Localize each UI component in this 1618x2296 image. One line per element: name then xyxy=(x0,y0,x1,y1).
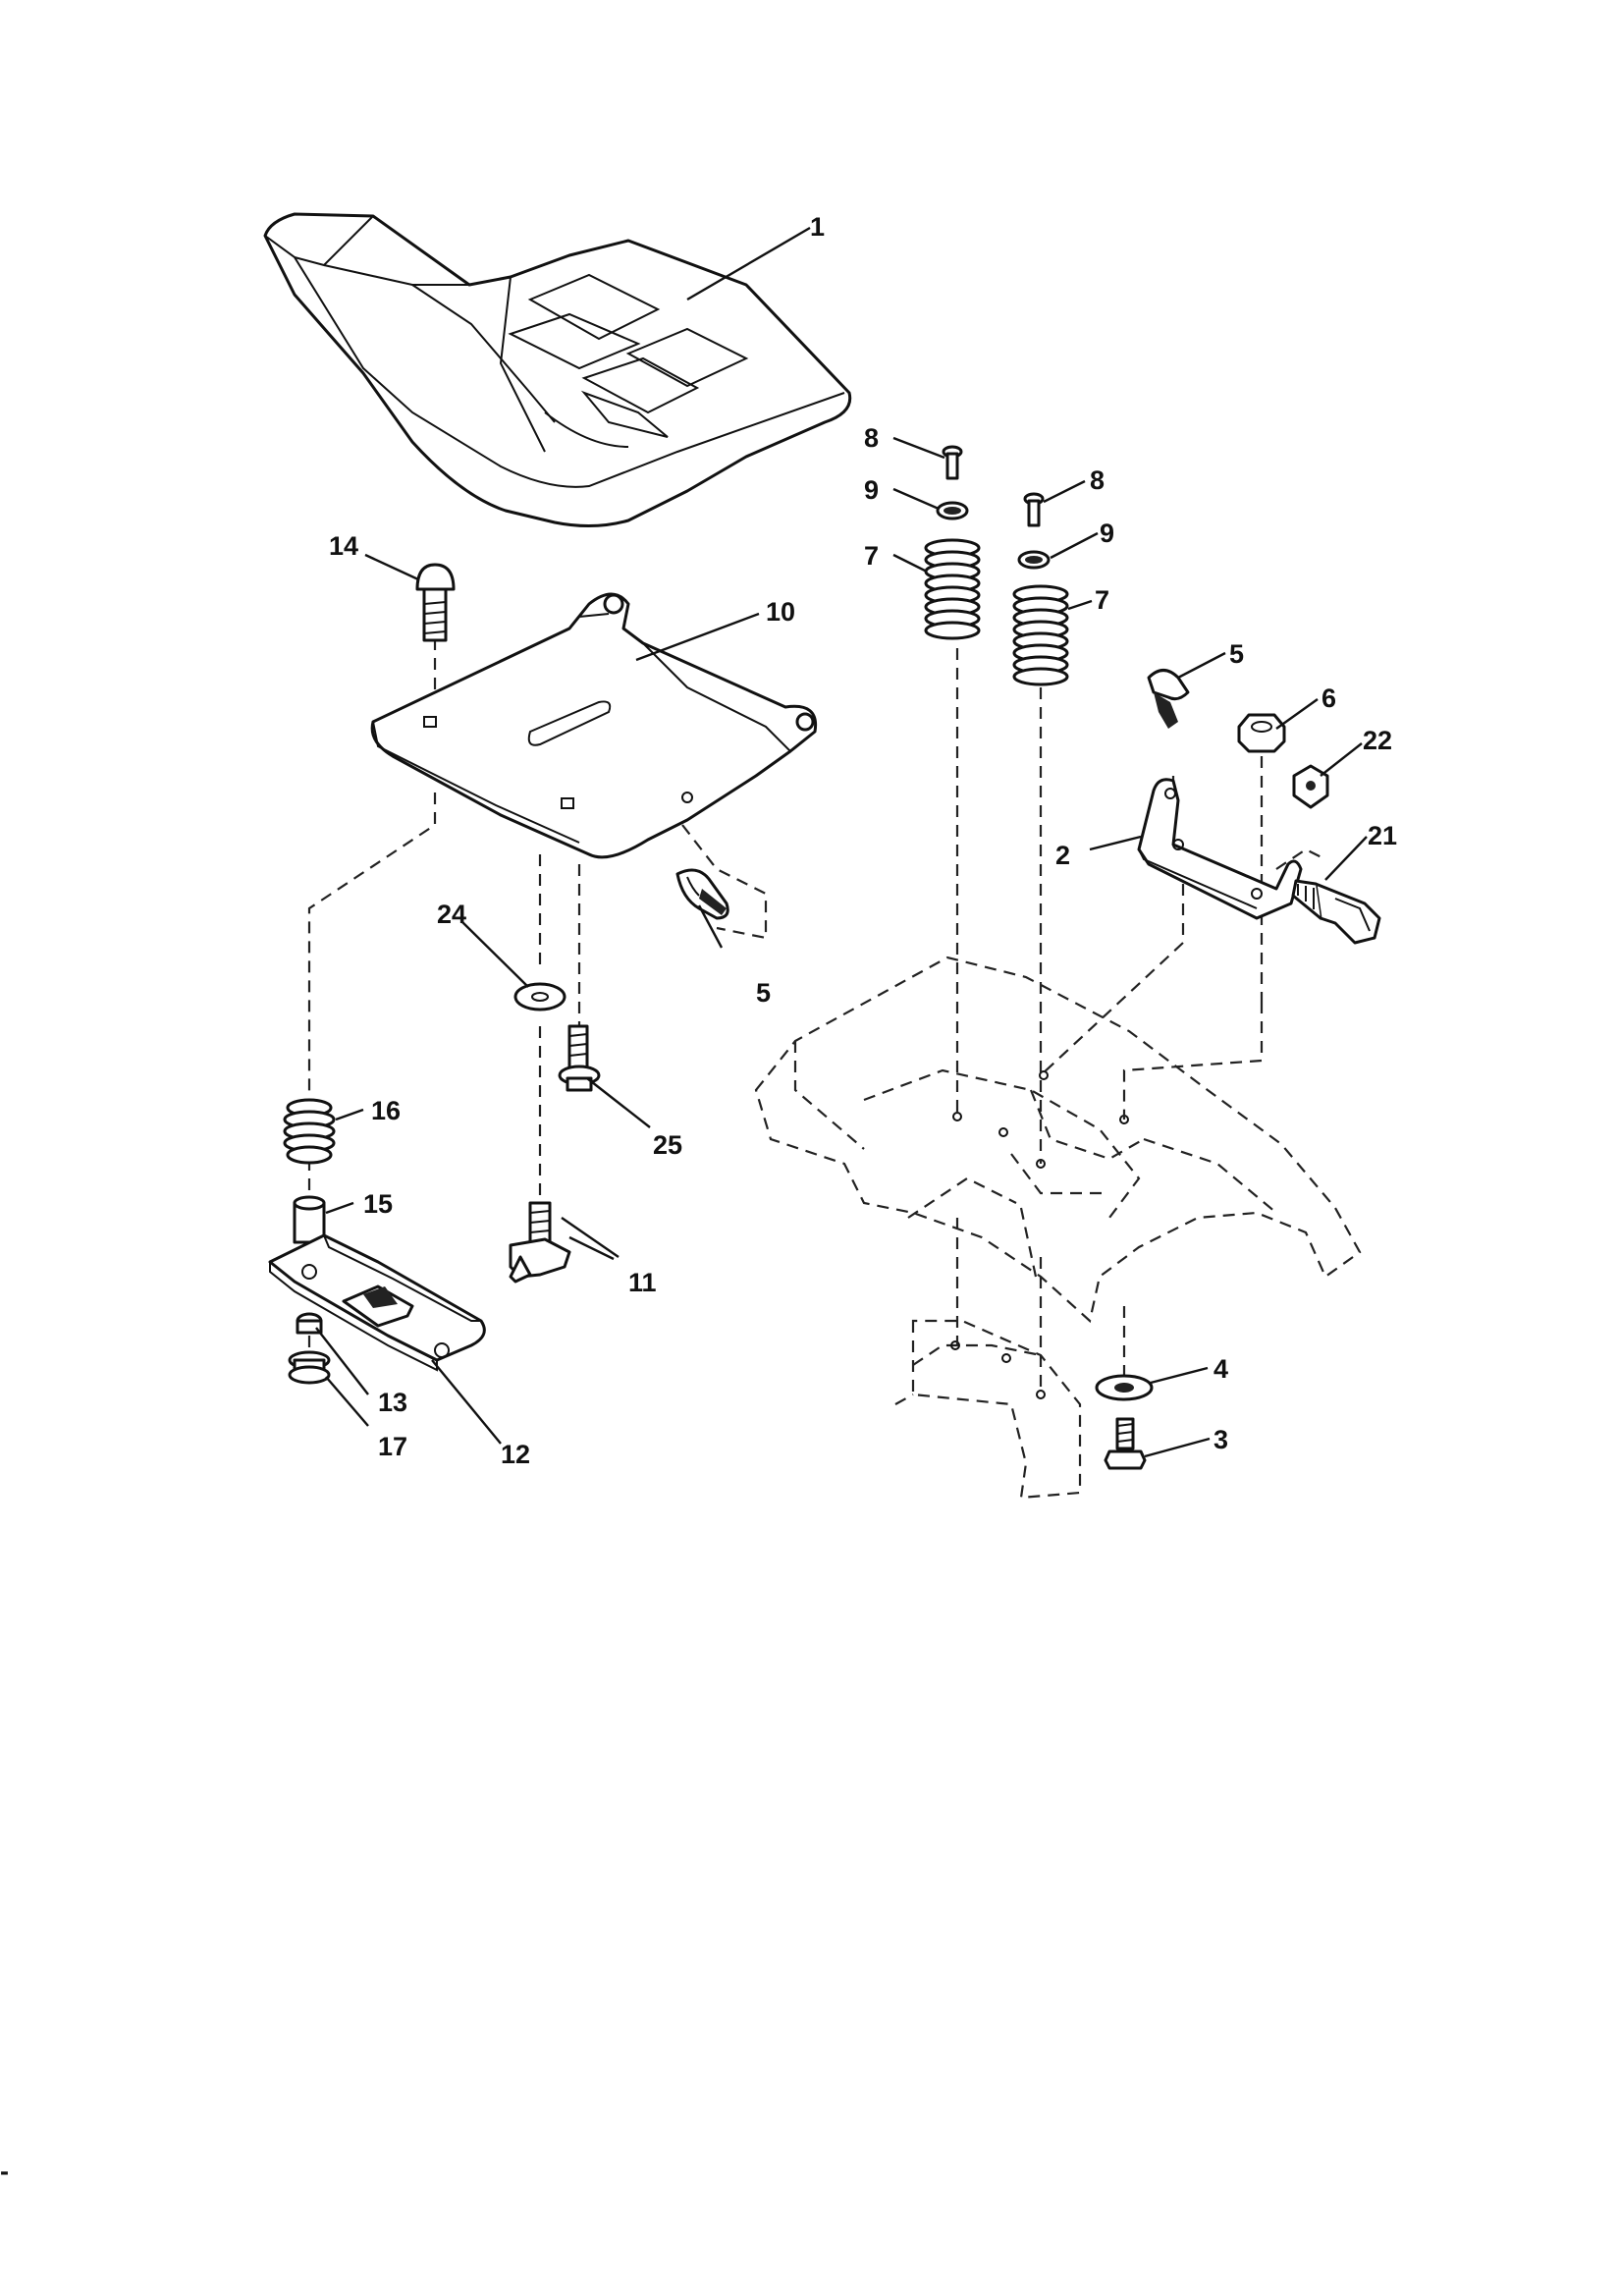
leader-lines xyxy=(315,226,1368,1458)
bracket xyxy=(1137,778,1303,920)
seat xyxy=(263,212,852,528)
flange-nut xyxy=(288,1350,331,1385)
wing-knob xyxy=(509,1201,571,1284)
callout-seat-pan: 10 xyxy=(766,597,795,627)
callout-screw-25: 25 xyxy=(653,1130,682,1160)
callout-washer-24: 24 xyxy=(437,900,466,929)
callout-spacer: 15 xyxy=(363,1189,393,1219)
callout-spring-right: 7 xyxy=(1095,585,1109,615)
washer-24 xyxy=(513,982,566,1011)
callout-spring-left: 7 xyxy=(864,541,879,571)
bolt-right xyxy=(1023,492,1045,527)
callout-hex-bolt: 3 xyxy=(1214,1425,1228,1454)
clip-upper xyxy=(1147,669,1190,729)
slide-plate xyxy=(268,1233,486,1372)
callout-bolt-left: 8 xyxy=(864,423,879,453)
callout-bracket: 2 xyxy=(1055,841,1070,870)
carriage-bolt xyxy=(415,563,456,642)
seat-pan xyxy=(370,592,818,859)
callout-wing-knob: 11 xyxy=(628,1268,657,1297)
callout-clip-lower: 5 xyxy=(756,978,771,1008)
callout-bolt-right: 8 xyxy=(1090,465,1105,495)
nut-13 xyxy=(296,1312,323,1335)
fender-outline xyxy=(754,956,1362,1500)
small-spring xyxy=(283,1098,336,1165)
callout-slide-plate: 12 xyxy=(501,1440,530,1469)
shoulder-bolt xyxy=(1291,879,1381,945)
spacer xyxy=(293,1195,326,1244)
callout-lock-nut: 6 xyxy=(1321,683,1336,713)
callout-carriage-bolt: 14 xyxy=(329,531,358,561)
spring-right xyxy=(1012,584,1069,686)
callout-flat-washer: 4 xyxy=(1214,1354,1228,1384)
bolt-left xyxy=(942,445,963,480)
callout-shoulder-bolt: 21 xyxy=(1368,821,1397,850)
callout-flange-nut: 17 xyxy=(378,1432,407,1461)
screw-25 xyxy=(558,1024,601,1092)
lock-nut xyxy=(1237,713,1286,753)
margin-mark: - xyxy=(0,2157,9,2186)
spring-left xyxy=(924,538,981,643)
assembly-lines xyxy=(307,629,1326,1394)
nut-22 xyxy=(1292,764,1329,809)
callout-washer-right: 9 xyxy=(1100,519,1114,548)
callout-washer-left: 9 xyxy=(864,475,879,505)
callout-small-spring: 16 xyxy=(371,1096,401,1125)
callout-clip-upper: 5 xyxy=(1229,639,1244,669)
callout-seat: 1 xyxy=(810,212,825,242)
washer-left xyxy=(936,501,969,520)
washer-right xyxy=(1017,550,1051,570)
callout-labels: 1 2 3 4 5 5 6 7 7 8 8 9 9 10 11 12 13 14… xyxy=(329,212,1397,1469)
clip-lower xyxy=(675,868,729,920)
callout-nut-13: 13 xyxy=(378,1388,407,1417)
hex-bolt xyxy=(1104,1417,1147,1470)
flat-washer xyxy=(1095,1374,1154,1401)
callout-nut-22: 22 xyxy=(1363,726,1392,755)
